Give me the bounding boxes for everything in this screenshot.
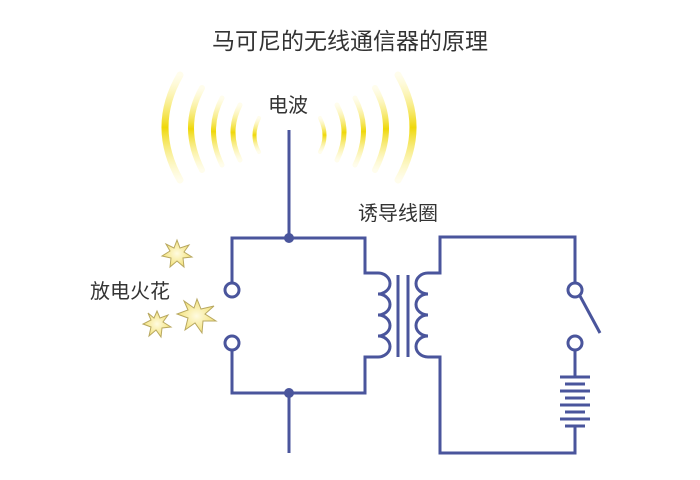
spark-icon (175, 297, 218, 335)
spark-icon (160, 238, 194, 269)
transmitter-circuit (223, 130, 392, 453)
wave-arc-right-4 (372, 85, 389, 173)
wire-top-right (428, 235, 577, 283)
switch-lever (578, 295, 602, 334)
induction-circuit (414, 235, 602, 455)
wave-arc-left-2 (230, 102, 243, 163)
wave-arc-left-3 (211, 95, 225, 168)
wave-arc-right-2 (334, 102, 347, 163)
switch-terminal-top (566, 281, 584, 299)
wave-arc-right-1 (318, 116, 327, 154)
junction-dot (284, 233, 294, 243)
label-induction-coil: 诱导线圈 (358, 201, 438, 225)
wave-arc-left-1 (252, 116, 261, 154)
radio-waves (161, 71, 417, 184)
wave-arc-left-5 (161, 71, 184, 184)
secondary-coil (414, 271, 429, 359)
wire-top (230, 236, 378, 283)
battery-icon (560, 375, 590, 428)
spark-gap-terminal-top (223, 281, 241, 299)
diagram-title: 马可尼的无线通信器的原理 (212, 29, 488, 55)
sparks (141, 238, 218, 339)
primary-coil (377, 271, 392, 359)
label-discharge-spark: 放电火花 (90, 279, 170, 303)
wire-bottom-right (428, 355, 577, 455)
switch-terminal-bottom (566, 334, 584, 352)
wave-arc-right-5 (394, 71, 417, 184)
wave-arc-right-3 (352, 95, 366, 168)
wave-arc-left-4 (188, 85, 205, 173)
spark-gap-terminal-bottom (223, 334, 241, 352)
label-radio-wave: 电波 (268, 93, 308, 117)
wire-bottom (230, 350, 378, 395)
spark-icon (141, 309, 173, 339)
